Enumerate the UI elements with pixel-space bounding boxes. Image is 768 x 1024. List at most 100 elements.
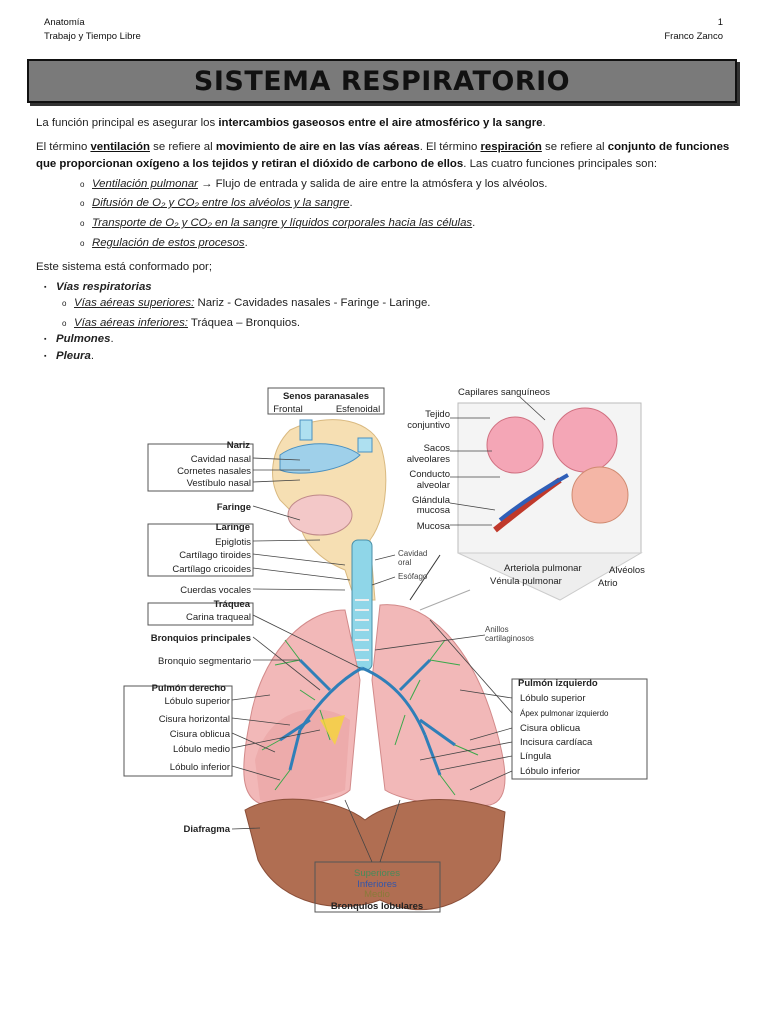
- label-incisura: Incisura cardíaca: [520, 737, 593, 748]
- frontal-sinus-shape: [299, 419, 313, 441]
- label-cuerdas: Cuerdas vocales: [180, 585, 251, 596]
- header-course: Trabajo y Tiempo Libre: [44, 31, 141, 42]
- right-lower-lobe-shape: [255, 709, 350, 803]
- intro-text: se refiere al: [541, 141, 608, 153]
- inset-callout: [457, 552, 643, 601]
- intro-text: . El término: [419, 141, 481, 153]
- page-header-right: 1 Franco Zanco: [664, 16, 723, 44]
- label-medio: Medio: [364, 889, 390, 900]
- label-lingula: Língula: [520, 751, 552, 762]
- page-header-left: Anatomía Trabajo y Tiempo Libre: [44, 16, 141, 44]
- label-superiores: Superiores: [354, 868, 400, 879]
- function-label: Difusión de O₂ y CO₂ entre los alvéolos …: [92, 197, 350, 209]
- function-label: Regulación de estos procesos: [92, 237, 245, 249]
- label-cricoides: Cartílago cricoides: [172, 564, 251, 575]
- alveolar-sac-shape: [552, 407, 618, 473]
- label-cavidad-oral-1: Cavidad: [398, 549, 427, 558]
- label-epiglotis: Epiglotis: [215, 537, 251, 548]
- label-nariz: Nariz: [227, 440, 250, 451]
- label-sacos-1: Sacos: [424, 443, 451, 454]
- title-banner: SISTEMA RESPIRATORIO: [27, 59, 737, 103]
- respiratory-diagram: Senos paranasales Frontal Esfenoidal Nar…: [123, 387, 648, 913]
- intro-bold: intercambios gaseosos entre el aire atmo…: [218, 117, 543, 129]
- function-text: → Flujo de entrada y salida de aire entr…: [197, 178, 548, 190]
- label-cornetes: Cornetes nasales: [177, 466, 251, 477]
- header-subject: Anatomía: [44, 17, 85, 28]
- term-respiracion: respiración: [480, 141, 542, 153]
- label-frontal: Frontal: [273, 404, 303, 415]
- function-text: .: [244, 237, 248, 249]
- label-diafragma: Diafragma: [184, 824, 231, 835]
- system-intro: Este sistema está conformado por;: [36, 261, 213, 273]
- label-glandula-2: mucosa: [417, 505, 451, 516]
- intro-bold: movimiento de aire en las vías aéreas: [215, 141, 420, 153]
- venule-shape: [498, 473, 569, 522]
- list-item: Vías aéreas inferiores: Tráquea – Bronqu…: [62, 315, 300, 332]
- label-mucosa: Mucosa: [417, 521, 451, 532]
- label-bronquios-principales: Bronquios principales: [151, 633, 251, 644]
- trachea-shape: [351, 539, 373, 671]
- intro-bold: conjunto de funciones que proporcionan o…: [36, 141, 730, 170]
- oral-cavity-shape: [287, 494, 353, 536]
- label-bronquios-lobulares: Bronquios lobulares: [331, 901, 423, 912]
- label-traquea: Tráquea: [214, 599, 251, 610]
- intro-text: .: [542, 117, 546, 129]
- label-anillos-1: Anillos: [485, 625, 509, 634]
- label-conducto-1: Conducto: [409, 469, 450, 480]
- label-carina: Carina traqueal: [186, 612, 251, 623]
- label-esofago: Esófago: [398, 572, 428, 581]
- component-text: .: [90, 350, 94, 362]
- component-pleura: Pleura: [56, 350, 91, 362]
- label-sacos-2: alveolares: [407, 454, 451, 465]
- label-apex: Ápex pulmonar izquierdo: [520, 709, 609, 718]
- sphenoid-sinus-shape: [357, 437, 373, 453]
- label-atrio: Atrio: [598, 578, 618, 589]
- component-vias: Vías respiratorias: [56, 281, 152, 293]
- label-faringe: Faringe: [217, 502, 251, 513]
- label-arteriola: Arteriola pulmonar: [504, 563, 582, 574]
- label-vestibulo: Vestíbulo nasal: [187, 478, 251, 489]
- label-lobulo-inferior-i: Lóbulo inferior: [520, 766, 580, 777]
- list-item: Pulmones.: [44, 331, 114, 348]
- leader-lines: [231, 396, 546, 863]
- alveolar-sac-shape: [571, 466, 629, 524]
- label-lobulo-medio: Lóbulo medio: [173, 744, 230, 755]
- component-label: Vías aéreas inferiores:: [74, 317, 188, 329]
- bronchial-tree: [279, 658, 456, 776]
- middle-lobe-highlight: [320, 715, 345, 745]
- component-text: .: [110, 333, 114, 345]
- list-item: Vías aéreas superiores: Nariz - Cavidade…: [62, 295, 431, 312]
- nasal-cavity-shape: [279, 443, 361, 474]
- label-pulmon-derecho: Pulmón derecho: [152, 683, 227, 694]
- label-lobulo-inferior-d: Lóbulo inferior: [170, 762, 230, 773]
- label-tiroides: Cartílago tiroides: [179, 550, 251, 561]
- label-alveolos: Alvéolos: [609, 565, 645, 576]
- inset-pointer-arrow: [409, 554, 441, 601]
- header-author: Franco Zanco: [664, 31, 723, 42]
- label-cisura-horizontal: Cisura horizontal: [159, 714, 230, 725]
- label-tejido-1: Tejido: [425, 409, 450, 420]
- component-text: Nariz - Cavidades nasales - Faringe - La…: [194, 297, 431, 309]
- function-label: Ventilación pulmonar: [92, 178, 198, 190]
- term-ventilacion: ventilación: [90, 141, 150, 153]
- intro-paragraph-2: El término ventilación se refiere al mov…: [36, 139, 738, 173]
- label-lobulo-superior-d: Lóbulo superior: [165, 696, 231, 707]
- label-tejido-2: conjuntivo: [407, 420, 450, 431]
- intro-text: se refiere al: [149, 141, 216, 153]
- component-label: Vías aéreas superiores:: [74, 297, 195, 309]
- label-conducto-2: alveolar: [417, 480, 450, 491]
- list-item: Vías respiratorias: [44, 279, 152, 296]
- list-item: Ventilación pulmonar → Flujo de entrada …: [80, 176, 548, 193]
- label-senos: Senos paranasales: [283, 391, 369, 402]
- label-cisura-oblicua-d: Cisura oblicua: [170, 729, 231, 740]
- label-anillos-2: cartilaginosos: [485, 634, 534, 643]
- label-inferiores: Inferiores: [357, 879, 397, 890]
- list-item: Difusión de O₂ y CO₂ entre los alvéolos …: [80, 195, 353, 212]
- intro-text: La función principal es asegurar los: [36, 117, 219, 129]
- label-cavidad-nasal: Cavidad nasal: [191, 454, 251, 465]
- label-venula: Vénula pulmonar: [490, 576, 562, 587]
- function-label: Transporte de O₂ y CO₂ en la sangre y lí…: [92, 217, 473, 229]
- label-frames: [123, 387, 648, 913]
- list-item: Regulación de estos procesos.: [80, 235, 248, 252]
- function-text: .: [349, 197, 353, 209]
